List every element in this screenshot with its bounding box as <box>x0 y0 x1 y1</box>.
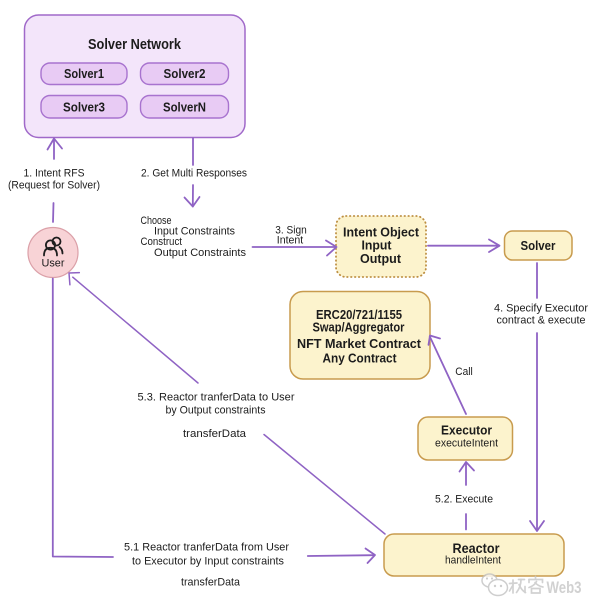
svg-text:to Executor by Input constrain: to Executor by Input constraints <box>132 556 284 568</box>
svg-text:Output Constraints: Output Constraints <box>154 247 246 259</box>
svg-text:handleIntent: handleIntent <box>445 555 501 567</box>
svg-text:transferData: transferData <box>181 577 241 589</box>
svg-text:3. Sign: 3. Sign <box>275 225 307 237</box>
svg-text:Web3: Web3 <box>547 579 582 597</box>
svg-text:SolverN: SolverN <box>163 101 206 115</box>
svg-text:Solver3: Solver3 <box>63 101 105 115</box>
svg-text:(Request for Solver): (Request for Solver) <box>8 180 100 192</box>
svg-text:ERC20/721/1155: ERC20/721/1155 <box>316 308 402 322</box>
svg-text:4. Specify Executor: 4. Specify Executor <box>494 303 588 315</box>
svg-text:Construct: Construct <box>141 236 183 248</box>
svg-text:5.2. Execute: 5.2. Execute <box>435 494 493 506</box>
svg-text:executeIntent: executeIntent <box>435 438 498 450</box>
svg-text:Input: Input <box>362 239 393 253</box>
svg-text:Any Contract: Any Contract <box>323 352 398 366</box>
svg-text:Intent Object: Intent Object <box>343 226 420 240</box>
svg-text:Solver2: Solver2 <box>164 67 206 81</box>
svg-text:Swap/Aggregator: Swap/Aggregator <box>313 321 405 335</box>
svg-text:Reactor: Reactor <box>453 541 501 556</box>
svg-text:Output: Output <box>360 252 402 266</box>
svg-text:5.3. Reactor tranferData to Us: 5.3. Reactor tranferData to User <box>138 392 295 404</box>
svg-text:by Output constraints: by Output constraints <box>166 405 266 417</box>
svg-text:Call: Call <box>455 366 473 378</box>
svg-text:Solver Network: Solver Network <box>88 37 182 53</box>
svg-text:contract & execute: contract & execute <box>497 315 586 327</box>
svg-text:Choose: Choose <box>141 215 172 227</box>
svg-text:transferData: transferData <box>183 428 247 440</box>
svg-text:NFT Market Contract: NFT Market Contract <box>297 337 422 351</box>
svg-text:Executor: Executor <box>441 424 492 438</box>
svg-text:Solver: Solver <box>521 239 556 253</box>
svg-text:Input Constraints: Input Constraints <box>154 226 235 238</box>
svg-text:2. Get Multi Responses: 2. Get Multi Responses <box>141 168 247 180</box>
svg-text:Solver1: Solver1 <box>64 67 104 81</box>
svg-text:5.1 Reactor tranferData from U: 5.1 Reactor tranferData from User <box>124 542 289 554</box>
svg-text:Intent: Intent <box>277 235 304 247</box>
svg-text:User: User <box>42 258 65 270</box>
svg-text:1. Intent RFS: 1. Intent RFS <box>24 168 85 180</box>
